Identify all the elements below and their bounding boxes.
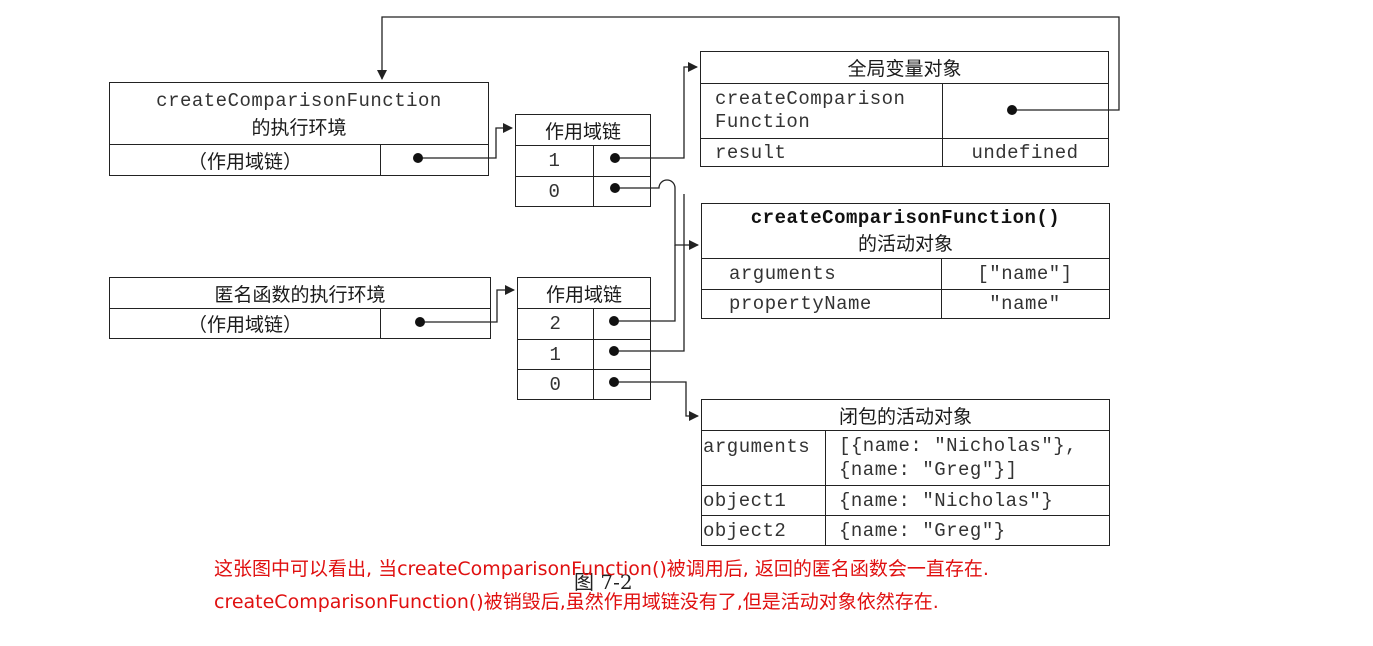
pointer-dot xyxy=(609,316,619,326)
anon-context-scope-label: （作用域链） xyxy=(187,314,302,336)
wire-anon-context-to-chain2 xyxy=(420,285,515,323)
pointer-dot xyxy=(610,183,620,193)
wire-chain2-2-to-activation xyxy=(614,245,676,322)
create-context-title-line1: createComparisonFunction xyxy=(156,90,442,112)
activation-object-var-value: "name" xyxy=(989,293,1061,315)
create-context-scope-label: （作用域链） xyxy=(187,150,302,173)
anon-context-title: 匿名函数的执行环境 xyxy=(214,283,386,306)
scope-chain-2-title: 作用域链 xyxy=(545,283,622,306)
activation-object-var-name: arguments xyxy=(729,263,837,285)
wire-create-context-to-chain1 xyxy=(418,123,513,159)
global-object-var-value: undefined xyxy=(971,141,1079,164)
scope-chain-2: 作用域链 2 1 0 xyxy=(517,277,651,400)
activation-object: createComparisonFunction() 的活动对象 argumen… xyxy=(701,203,1110,319)
pointer-dot xyxy=(609,346,619,356)
wire-chain2-1-to-global xyxy=(614,194,685,352)
figure-label: 图 7-2 xyxy=(574,570,633,594)
closure-object-var-name: object1 xyxy=(703,489,787,512)
closure-object-var-value: {name: "Greg"} xyxy=(839,519,1006,542)
scope-chain-2-index: 1 xyxy=(549,343,562,366)
global-variable-object: 全局变量对象 createComparison Function result … xyxy=(700,51,1109,167)
anon-context-box: 匿名函数的执行环境 （作用域链） xyxy=(109,277,491,339)
pointer-dot xyxy=(609,377,619,387)
closure-object-var-value: {name: "Nicholas"} xyxy=(839,489,1054,512)
closure-activation-object: 闭包的活动对象 arguments [{name: "Nicholas"}, {… xyxy=(701,399,1110,546)
activation-object-var-name: propertyName xyxy=(729,293,872,315)
closure-object-var-value-line1: [{name: "Nicholas"}, xyxy=(839,435,1078,457)
pointer-dot xyxy=(413,153,423,163)
annotation-line2: createComparisonFunction()被销毁后,虽然作用域链没有了… xyxy=(214,591,939,613)
scope-chain-1: 作用域链 1 0 xyxy=(515,114,651,207)
wire-chain1-0-to-activation xyxy=(615,179,699,250)
wire-chain1-1-to-global xyxy=(615,62,698,159)
closure-object-title: 闭包的活动对象 xyxy=(838,405,972,428)
scope-chain-2-index: 0 xyxy=(549,373,562,396)
global-object-title: 全局变量对象 xyxy=(847,58,962,80)
pointer-dot xyxy=(610,153,620,163)
scope-chain-1-index: 0 xyxy=(548,180,561,203)
global-object-var-name: result xyxy=(715,141,787,164)
activation-object-title-line2: 的活动对象 xyxy=(857,232,953,255)
activation-object-var-value: ["name"] xyxy=(977,263,1073,285)
closure-object-var-value-line2: {name: "Greg"}] xyxy=(839,459,1018,481)
wire-chain2-0-to-closure xyxy=(614,381,699,421)
scope-chain-2-index: 2 xyxy=(549,313,562,335)
scope-chain-1-index: 1 xyxy=(548,150,561,172)
closure-object-var-name: arguments xyxy=(703,436,811,458)
create-context-box: createComparisonFunction 的执行环境 （作用域链） xyxy=(109,82,489,176)
wire-global-to-create-context xyxy=(377,16,1120,111)
scope-chain-1-title: 作用域链 xyxy=(544,120,621,143)
pointer-dot xyxy=(1007,105,1017,115)
closure-object-var-name: object2 xyxy=(703,519,787,542)
activation-object-title-line1: createComparisonFunction() xyxy=(750,207,1061,229)
create-context-title-line2: 的执行环境 xyxy=(251,116,347,139)
annotation-line1: 这张图中可以看出, 当createComparisonFunction()被调用… xyxy=(214,558,989,580)
pointer-dot xyxy=(415,317,425,327)
global-object-var-name: createComparison Function xyxy=(715,88,906,133)
